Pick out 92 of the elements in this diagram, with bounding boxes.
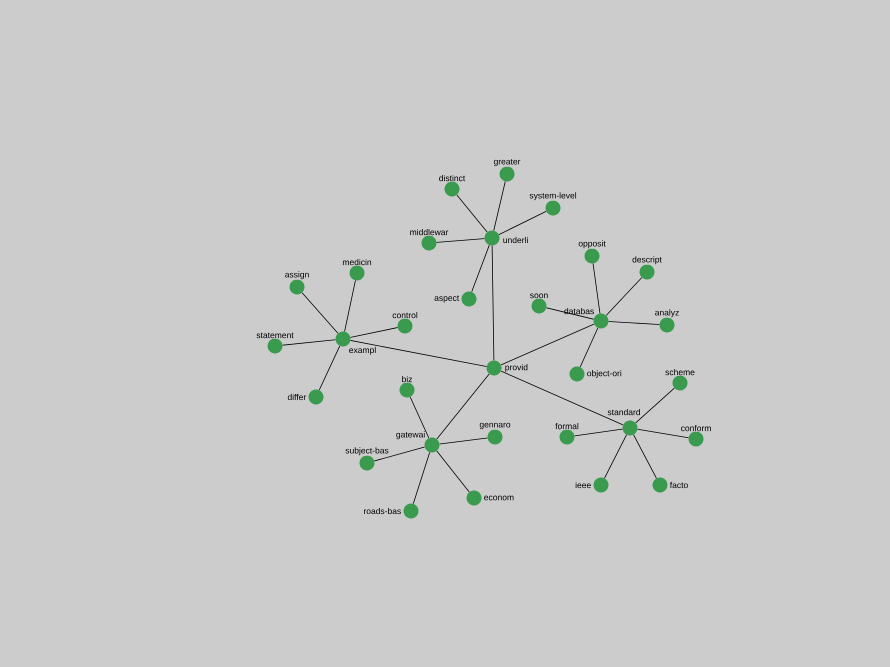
connector-line <box>500 370 624 426</box>
connector-line <box>635 388 675 424</box>
connector-line <box>637 428 689 438</box>
node-label: analyz <box>655 309 679 318</box>
node-label: gennaro <box>480 422 510 430</box>
node-label: econom <box>484 496 514 500</box>
connector-line <box>436 374 490 440</box>
graph-node: formal <box>554 422 580 444</box>
graph-node: gennaro <box>478 422 512 444</box>
graph-node: exampl <box>336 332 377 356</box>
connector-line <box>350 340 487 367</box>
node-label: control <box>392 312 418 318</box>
connector-line <box>412 452 430 504</box>
connector-line <box>492 245 494 361</box>
graph-node: gatewai <box>395 430 440 452</box>
graph-node: biz <box>400 375 414 398</box>
graph-node: middlewar <box>409 228 449 250</box>
graph-node: statement <box>256 332 294 354</box>
node-label: assign <box>285 271 309 280</box>
node-label: opposit <box>578 240 606 248</box>
graph-node: scheme <box>664 368 696 390</box>
graph-node: aspect <box>434 292 476 306</box>
connector-line <box>592 263 600 314</box>
node-label: facto <box>670 482 688 488</box>
connector-line <box>498 211 546 235</box>
graph-node: provid <box>486 360 529 376</box>
connector-line <box>471 244 490 292</box>
connector-line <box>580 328 598 368</box>
connector-line <box>493 181 506 231</box>
connector-line <box>410 396 430 438</box>
node-label: ieee <box>576 482 591 488</box>
node-label: databas <box>564 308 594 314</box>
node-label: exampl <box>349 346 376 355</box>
node-label: underli <box>503 236 528 244</box>
graph-node: facto <box>652 478 689 492</box>
node-label: scheme <box>665 368 695 376</box>
graph-node: roads-bas <box>362 504 418 518</box>
graph-node: standard <box>606 408 642 436</box>
connector-line <box>374 446 425 462</box>
connector-line <box>436 238 485 243</box>
node-label: gatewai <box>396 431 425 440</box>
graph-node: greater <box>492 158 522 182</box>
connector-line <box>546 307 594 320</box>
node-label: greater <box>494 158 520 166</box>
node-label: formal <box>555 422 578 430</box>
node-label: conform <box>681 424 711 432</box>
graph-node: object-ori <box>570 366 622 382</box>
connector-line <box>633 434 657 479</box>
node-label: object-ori <box>587 370 622 378</box>
node-label: biz <box>402 376 412 382</box>
connector-line <box>350 327 398 338</box>
graph-node: distinct <box>438 174 466 196</box>
graph-node: soon <box>529 292 549 314</box>
graph-node: subject-bas <box>344 446 390 470</box>
node-label: soon <box>530 294 548 298</box>
node-label: descript <box>632 256 662 264</box>
node-label: middlewar <box>410 228 448 236</box>
graph-node: control <box>392 311 418 334</box>
node-label: medicin <box>342 258 372 266</box>
connector-line <box>608 321 660 325</box>
graph-node: econom <box>466 490 515 506</box>
connector-line <box>604 434 627 479</box>
node-label: system-level <box>530 192 576 200</box>
graph-node: medicin <box>342 258 372 280</box>
graph-node: databas <box>563 307 608 328</box>
graph-node: underli <box>484 230 529 246</box>
graph-node: assign <box>284 270 310 294</box>
node-label: standard <box>608 408 640 416</box>
graph-node: analyz <box>654 308 680 332</box>
graph-node: opposit <box>578 240 606 264</box>
node-label: provid <box>505 364 528 372</box>
node-label: roads-bas <box>364 508 401 514</box>
graph-node: system-level <box>528 192 578 216</box>
connector-line <box>574 428 623 436</box>
connector-line <box>439 438 488 444</box>
connector-line <box>606 277 642 316</box>
connector-line <box>282 339 336 346</box>
connector-line <box>318 346 340 390</box>
connector-line <box>500 324 594 366</box>
node-label: statement <box>256 332 294 338</box>
connector-line <box>436 450 470 492</box>
node-label: aspect <box>434 295 460 303</box>
node-label: differ <box>288 394 306 400</box>
graph-node: conform <box>680 424 712 446</box>
graph-node: ieee <box>574 478 608 492</box>
graph-node: descript <box>632 256 662 280</box>
node-label: subject-bas <box>346 447 388 456</box>
connector-line <box>456 194 488 232</box>
graph-node: differ <box>286 390 324 404</box>
node-label: distinct <box>439 174 466 182</box>
connector-line <box>302 292 338 334</box>
connector-line <box>344 280 356 332</box>
